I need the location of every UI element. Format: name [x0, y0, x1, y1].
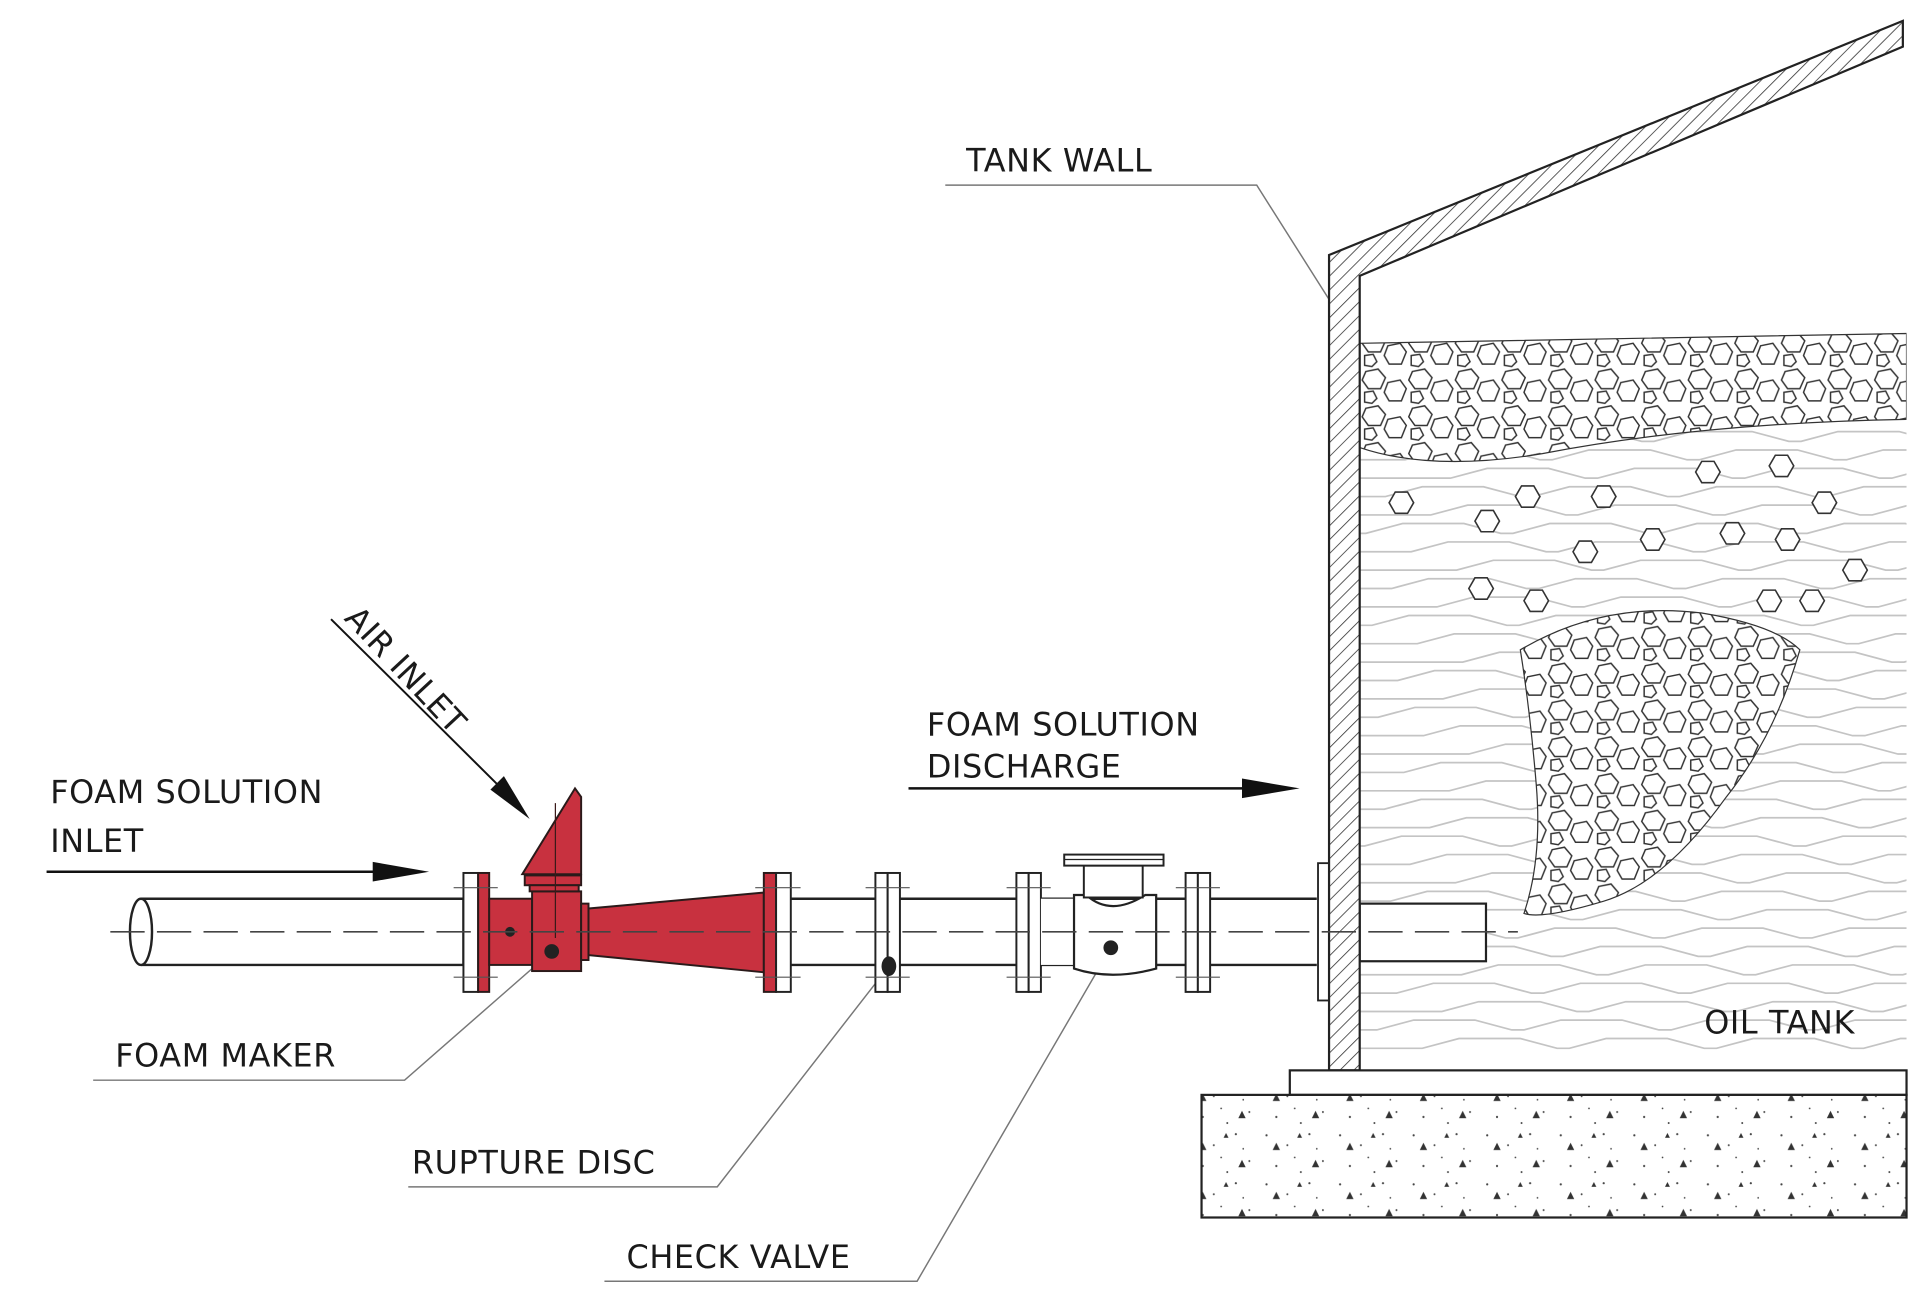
foam-bubble: [1694, 460, 1722, 484]
foam-bubble: [1774, 528, 1801, 551]
air-inlet-hood: [520, 786, 583, 876]
foam-plume: [1519, 609, 1801, 916]
foam-bubble: [1474, 509, 1501, 533]
foam-bubble: [1572, 540, 1599, 564]
foam-solution-inlet-arrow: [46, 861, 430, 882]
liquid-line: [1359, 853, 1907, 866]
foam-blanket-top: [1359, 332, 1907, 463]
liquid-line: [1359, 890, 1907, 903]
tank-base-plate: [1288, 1069, 1908, 1096]
liquid-line: [1359, 467, 1907, 480]
tank-wall-leader: [945, 184, 1342, 320]
foam-bubble: [1639, 528, 1666, 551]
check-valve-marker: [1103, 940, 1119, 956]
foam-bubble: [1798, 589, 1826, 613]
foam-solution-inlet-label-1: FOAM SOLUTION: [50, 773, 323, 811]
foam-solution-discharge-label-2: DISCHARGE: [927, 747, 1122, 785]
foam-bubble: [1467, 577, 1495, 600]
oil-tank: OIL TANK: [1327, 19, 1907, 1072]
air-inlet-label: AIR INLET: [337, 599, 474, 742]
liquid-line: [1359, 559, 1907, 571]
foam-maker-leader: [93, 950, 553, 1081]
foam-bubble: [1388, 491, 1415, 515]
foam-bubbles: [1388, 454, 1869, 613]
liquid-line: [1359, 1037, 1907, 1050]
foam-bubble: [1756, 589, 1783, 613]
foam-bubble: [1523, 589, 1550, 613]
liquid-line: [1359, 872, 1907, 884]
foam-solution-discharge-arrow: [908, 778, 1300, 799]
liquid-line: [1359, 577, 1907, 590]
foam-solution-inlet-label-2: INLET: [50, 822, 144, 860]
oil-tank-label: OIL TANK: [1704, 1004, 1855, 1042]
liquid-line: [1359, 945, 1907, 958]
rupture-disc-marker: [881, 956, 897, 976]
check-valve-leader: [604, 947, 1112, 1282]
rupture-disc-leader: [408, 965, 890, 1188]
foam-bubble: [1841, 558, 1869, 582]
foam-bubble: [1719, 521, 1746, 545]
foam-maker: [453, 786, 801, 993]
foam-bubble: [1811, 491, 1838, 515]
concrete-foundation: [1200, 1093, 1908, 1219]
foam-solution-discharge-label-1: FOAM SOLUTION: [927, 706, 1200, 744]
liquid-line: [1359, 1019, 1907, 1031]
foam-bubble: [1590, 485, 1617, 509]
check-valve-label: CHECK VALVE: [627, 1238, 851, 1276]
foam-bubble: [1768, 454, 1795, 478]
liquid-line: [1359, 908, 1907, 921]
air-inlet-arrow: [330, 618, 530, 820]
foam-maker-label: FOAM MAKER: [115, 1037, 336, 1075]
liquid-line: [1359, 596, 1907, 608]
liquid-line: [1359, 1000, 1907, 1013]
foam-bubble: [1514, 485, 1541, 509]
liquid-line: [1359, 504, 1907, 516]
tank-wall-label: TANK WALL: [965, 142, 1152, 180]
liquid-line: [1359, 964, 1907, 976]
rupture-disc-label: RUPTURE DISC: [412, 1143, 656, 1181]
liquid-line: [1359, 485, 1907, 498]
liquid-line: [1359, 816, 1907, 829]
liquid-line: [1359, 541, 1907, 553]
check-valve: [1040, 853, 1165, 976]
liquid-line: [1359, 982, 1907, 994]
foam-maker-marker: [544, 944, 560, 959]
